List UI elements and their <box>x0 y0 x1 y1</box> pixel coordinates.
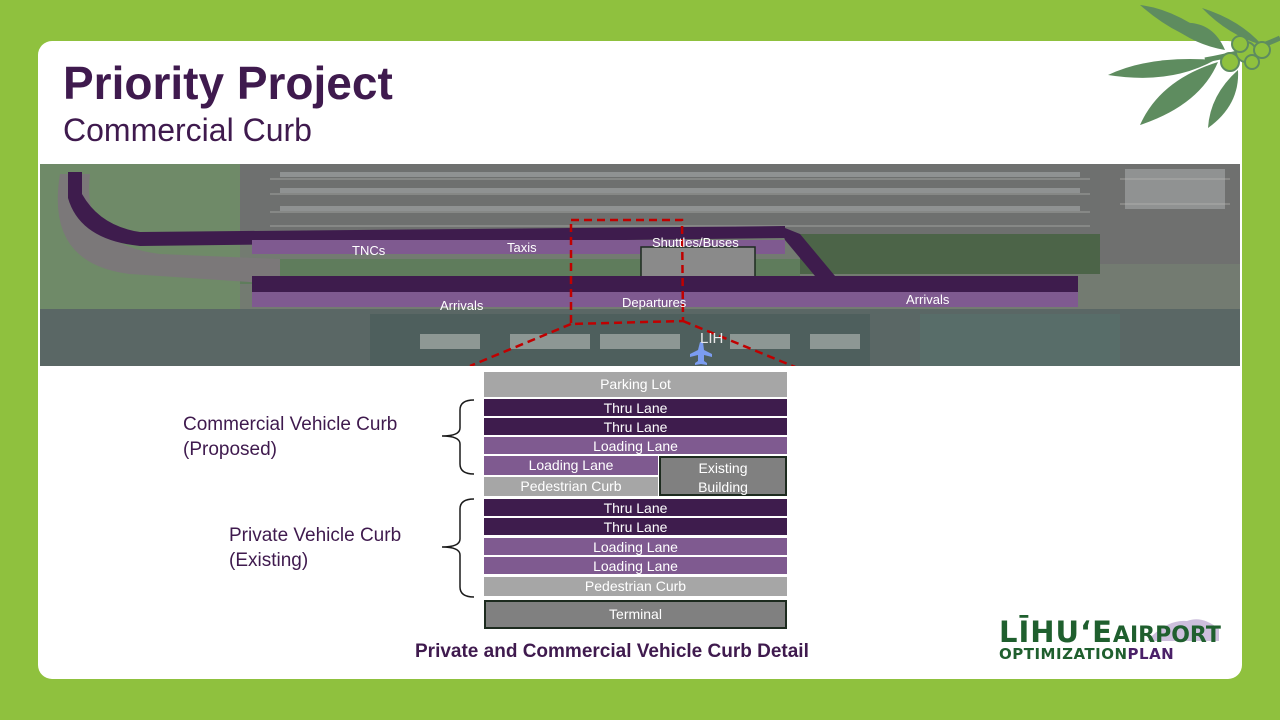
map-label-airport-code: LIH <box>700 330 724 347</box>
lane-private-loading-1: Loading Lane <box>484 538 787 555</box>
lane-commercial-pedestrian-curb: Pedestrian Curb <box>484 477 658 496</box>
existing-building: Existing Building <box>659 456 787 496</box>
terminal-building: Terminal <box>484 600 787 629</box>
lane-commercial-thru-1: Thru Lane <box>484 399 787 416</box>
map-label-arrivals-right: Arrivals <box>906 292 950 307</box>
leaf-branch-icon <box>1108 5 1280 128</box>
lane-commercial-loading-2: Loading Lane <box>484 456 658 475</box>
map-label-shuttles-buses: Shuttles/Buses <box>652 235 739 250</box>
map-label-tncs: TNCs <box>352 243 386 258</box>
map-label-taxis: Taxis <box>507 240 537 255</box>
commercial-brace-icon <box>441 399 475 475</box>
diagram-caption: Private and Commercial Vehicle Curb Deta… <box>415 641 809 662</box>
commercial-curb-label: Commercial Vehicle Curb (Proposed) <box>183 414 398 460</box>
lane-private-thru-1: Thru Lane <box>484 499 787 516</box>
lane-private-thru-2: Thru Lane <box>484 518 787 535</box>
aerial-photo <box>40 164 1240 366</box>
private-brace-icon <box>441 498 475 598</box>
map-label-departures: Departures <box>622 295 687 310</box>
lane-private-loading-2: Loading Lane <box>484 557 787 574</box>
lane-commercial-thru-2: Thru Lane <box>484 418 787 435</box>
slide-title: Priority Project <box>63 57 393 109</box>
airport-plane-icon <box>690 342 712 365</box>
mountain-icon <box>1147 619 1219 641</box>
lane-parking-lot: Parking Lot <box>484 372 787 397</box>
private-curb-label: Private Vehicle Curb (Existing) <box>229 525 402 571</box>
lane-commercial-loading-1: Loading Lane <box>484 437 787 454</box>
slide-subtitle: Commercial Curb <box>63 112 312 148</box>
lihue-airport-logo: LĪHU‘EAIRPORT OPTIMIZATIONPLAN <box>997 611 1223 667</box>
lane-private-pedestrian-curb: Pedestrian Curb <box>484 577 787 596</box>
aerial-map: TNCs Taxis Shuttles/Buses Arrivals Depar… <box>40 164 1240 366</box>
map-label-arrivals-left: Arrivals <box>440 298 484 313</box>
